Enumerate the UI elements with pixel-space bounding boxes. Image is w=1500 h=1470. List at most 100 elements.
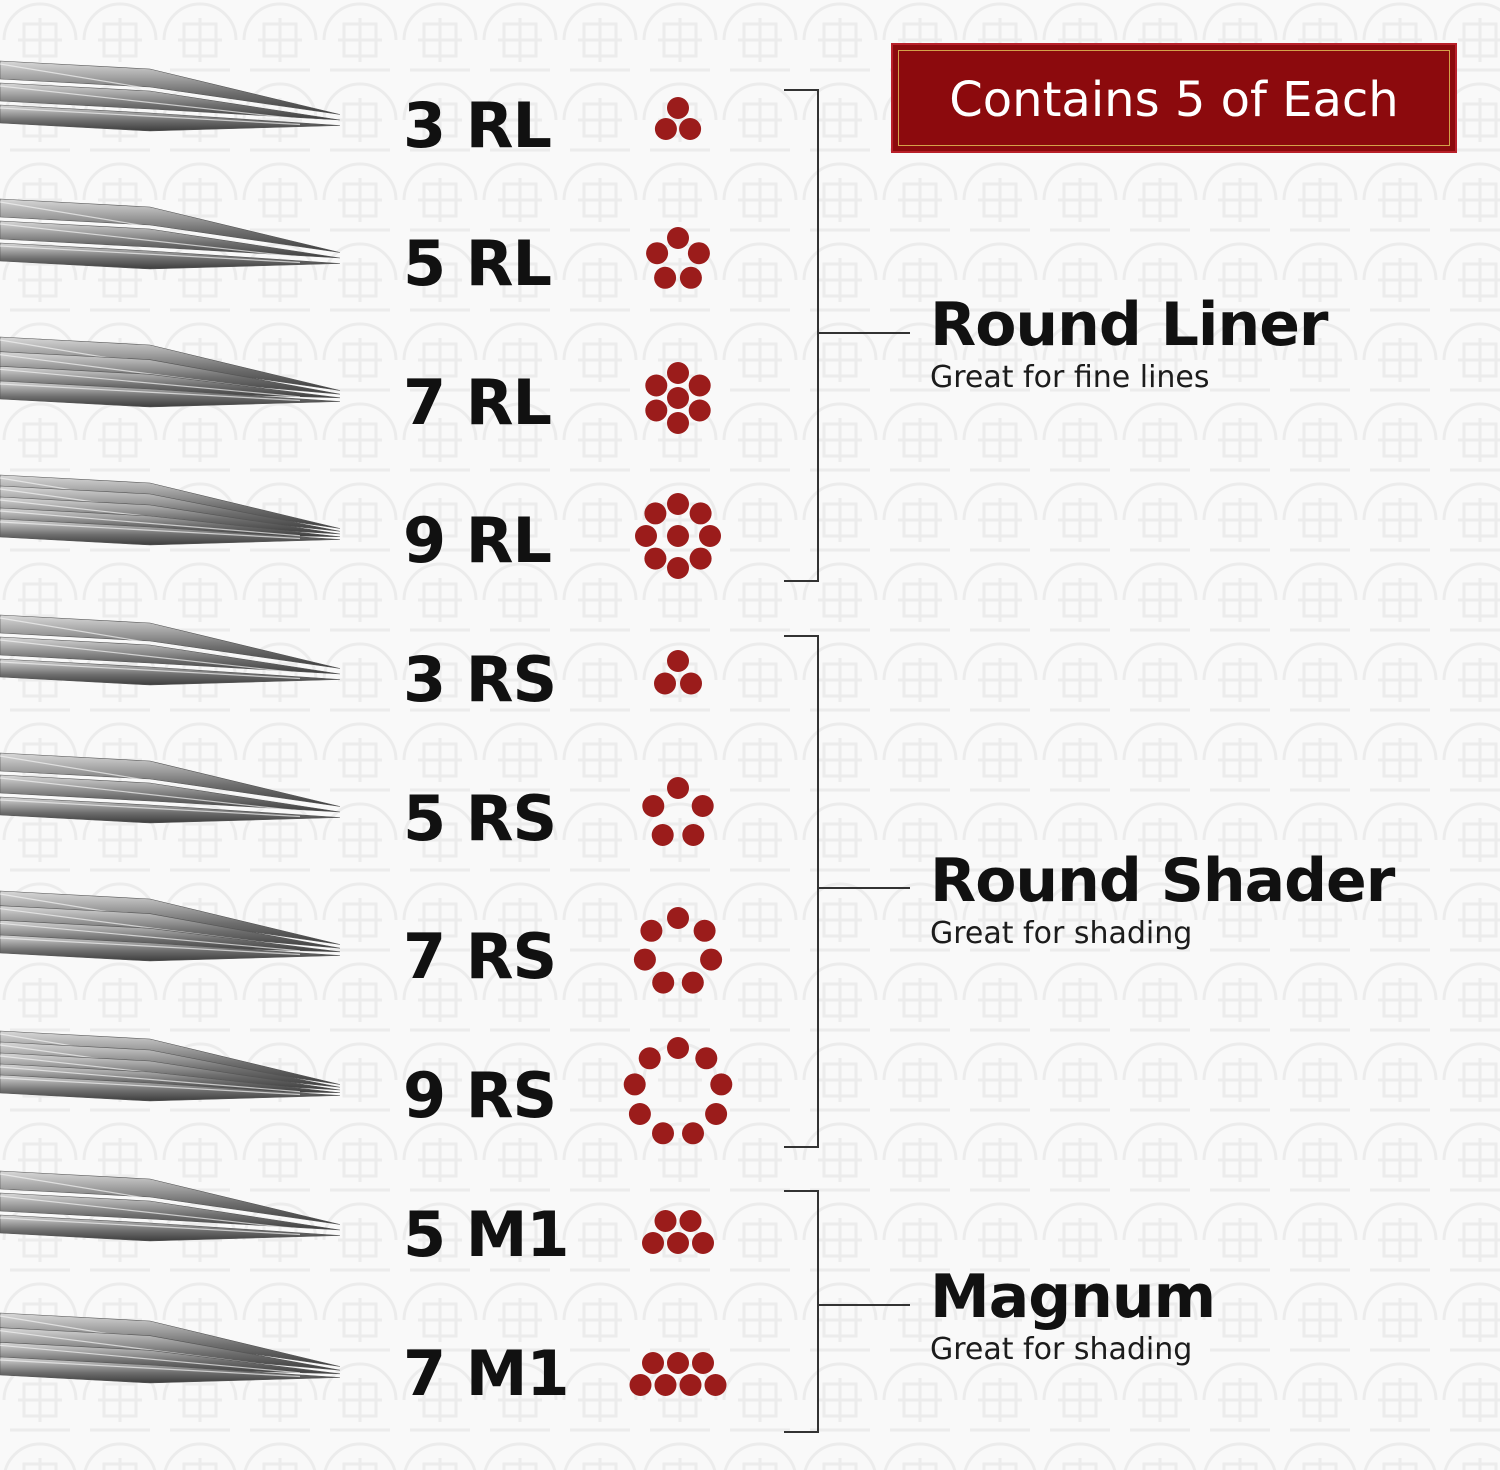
needle-dot — [667, 557, 689, 579]
needle-image-5rl — [0, 198, 341, 270]
needle-strand — [0, 774, 341, 813]
needle-strand — [0, 1170, 341, 1225]
needle-strand — [0, 198, 341, 253]
needle-dot — [654, 266, 677, 289]
needle-dot — [633, 948, 656, 971]
needle-dot — [692, 1352, 714, 1374]
needle-highlight — [0, 521, 301, 540]
needle-dot — [688, 374, 711, 397]
needle-dot — [667, 525, 689, 547]
needle-image-9rs — [0, 1030, 341, 1102]
needle-dot — [667, 1232, 689, 1254]
needle-dot — [642, 1232, 664, 1254]
needle-image-7m1 — [0, 1312, 341, 1384]
needle-dot — [667, 907, 689, 929]
needle-config-3rl — [654, 97, 702, 140]
needle-dot — [628, 1103, 651, 1125]
needle-dot — [654, 118, 677, 140]
needle-label-3rs: 3 RS — [403, 643, 557, 716]
needle-dot — [629, 1374, 652, 1396]
needle-dot — [700, 948, 723, 971]
banner-gold-border — [898, 50, 1450, 146]
needle-dot — [654, 1374, 677, 1396]
needle-strand — [0, 614, 341, 669]
needle-config-7m1 — [629, 1352, 727, 1396]
needle-strand — [0, 658, 341, 686]
needle-image-7rl — [0, 336, 341, 408]
needle-dot — [693, 919, 716, 942]
needle-strand — [0, 636, 341, 675]
bracket-round-liner — [784, 89, 910, 582]
needle-highlight — [0, 1359, 301, 1378]
needle-dot — [642, 1352, 664, 1374]
needle-dot — [689, 502, 712, 525]
needle-dot — [667, 362, 689, 384]
needle-highlight — [0, 63, 301, 115]
needle-highlight — [0, 799, 301, 818]
needle-config-5rs — [642, 777, 714, 846]
needle-config-5rl — [646, 227, 710, 289]
needle-strand — [0, 752, 341, 807]
needle-dot — [689, 547, 712, 570]
needle-dot — [695, 1047, 718, 1070]
needle-label-9rl: 9 RL — [403, 504, 552, 577]
needle-dot — [654, 1210, 677, 1232]
needle-dot — [667, 412, 689, 434]
needle-strand — [0, 518, 341, 546]
needle-image-7rs — [0, 890, 341, 962]
group-subtitle-round-shader: Great for shading — [930, 916, 1193, 951]
needle-dot — [679, 1210, 702, 1232]
needle-strand — [0, 380, 341, 408]
needle-strand — [0, 1074, 341, 1102]
needle-dot — [667, 387, 689, 409]
needle-dot — [646, 242, 669, 265]
needle-dot — [640, 919, 663, 942]
needle-highlight — [0, 777, 301, 812]
needle-config-5m1 — [642, 1210, 714, 1254]
needle-highlight — [0, 85, 301, 120]
needle-dot — [681, 971, 704, 994]
needle-highlight — [0, 1077, 301, 1096]
needle-strand — [0, 1214, 341, 1242]
needle-label-5m1: 5 M1 — [403, 1198, 570, 1271]
needle-dot — [679, 1374, 702, 1396]
needle-dot — [667, 1037, 689, 1059]
needle-highlight — [0, 383, 301, 402]
needle-strand — [0, 220, 341, 259]
group-title-round-liner: Round Liner — [930, 290, 1328, 360]
needle-dot — [667, 650, 689, 672]
needle-config-9rl — [635, 493, 721, 579]
needle-strand — [0, 1192, 341, 1231]
needle-dot — [687, 242, 710, 265]
needle-dot — [652, 971, 675, 994]
needle-dot — [682, 1122, 704, 1145]
needle-dot — [679, 118, 702, 140]
needle-highlight — [0, 510, 301, 537]
needle-label-9rs: 9 RS — [403, 1059, 557, 1132]
needle-highlight — [0, 368, 301, 398]
needle-dot — [635, 525, 657, 547]
needle-dot — [667, 1352, 689, 1374]
needle-dot — [667, 227, 689, 249]
needle-dot — [699, 525, 721, 547]
needle-strand — [0, 104, 341, 132]
needle-config-7rs — [633, 907, 723, 994]
needle-image-5m1 — [0, 1170, 341, 1242]
needle-dot — [667, 97, 689, 119]
needle-dot — [691, 795, 714, 817]
needle-strand — [0, 1356, 341, 1384]
needle-dot — [638, 1047, 661, 1070]
needle-label-5rl: 5 RL — [403, 227, 552, 300]
needle-dot — [680, 672, 702, 695]
needle-dot — [667, 777, 689, 799]
needle-strand — [0, 796, 341, 824]
contents-banner: Contains 5 of Each — [891, 43, 1457, 153]
needle-strand — [0, 934, 341, 962]
needle-dot — [704, 1374, 727, 1396]
needle-highlight — [0, 1173, 301, 1225]
needle-label-3rl: 3 RL — [403, 89, 552, 162]
bracket-magnum — [784, 1190, 910, 1433]
needle-dot — [705, 1103, 728, 1125]
needle-image-5rs — [0, 752, 341, 824]
